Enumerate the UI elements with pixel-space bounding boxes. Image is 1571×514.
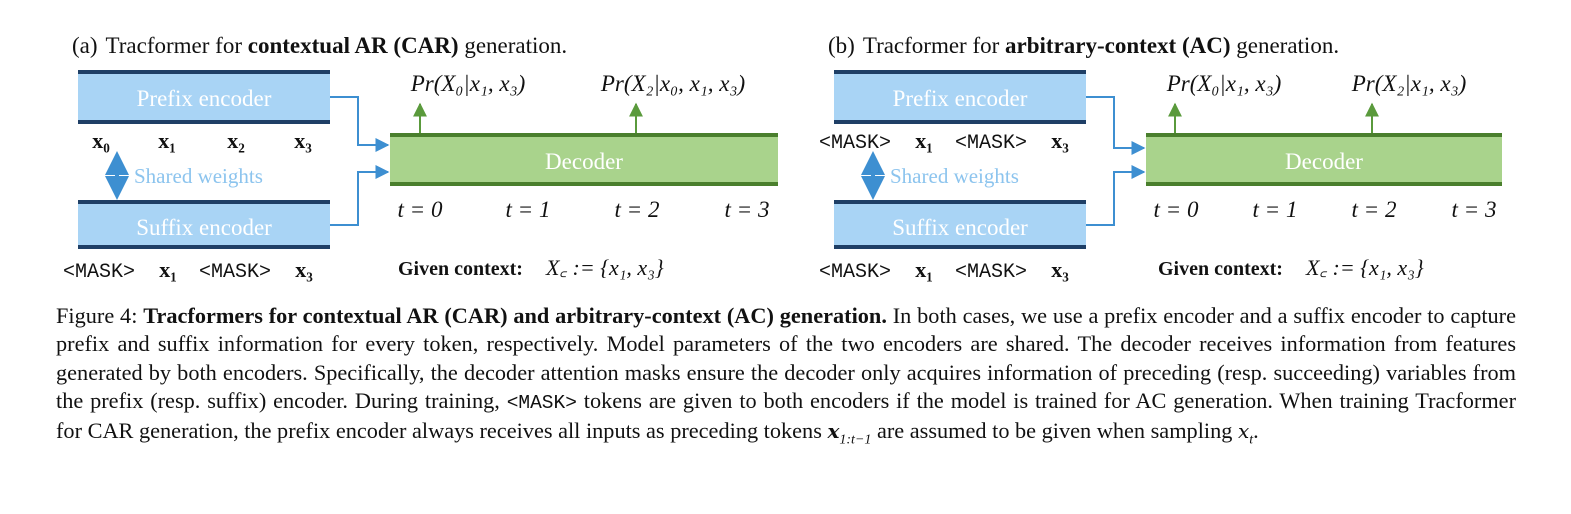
- panel-b-prefix-inputs: <MASK> x₁ <MASK> x₃: [819, 128, 1069, 155]
- caption-text: Figure 4: Tracformers for contextual AR …: [56, 302, 1516, 455]
- panel-a-shared-weights: Shared weights: [105, 151, 263, 200]
- prefix-input-token: <MASK>: [819, 132, 891, 155]
- suffix-to-decoder-arrow: [330, 165, 390, 226]
- prefix-encoder-label: Prefix encoder: [893, 86, 1028, 111]
- suffix-encoder-label: Suffix encoder: [136, 215, 272, 240]
- figure-label: Figure 4:: [56, 303, 138, 328]
- suffix-input-token: <MASK>: [955, 261, 1027, 284]
- figure-caption: Figure 4: Tracformers for contextual AR …: [56, 302, 1516, 455]
- prefix-input-token: x₁: [158, 128, 176, 153]
- caption-mask-token: <MASK>: [506, 391, 577, 414]
- decoder-label: Decoder: [545, 149, 623, 174]
- output-prob-left: Pr(X₀|x₁, x₃): [1166, 71, 1282, 96]
- suffix-encoder-label: Suffix encoder: [892, 215, 1028, 240]
- shared-weights-label: Shared weights: [134, 164, 263, 188]
- suffix-to-decoder-arrow: [1086, 165, 1146, 226]
- panel-b-title: (b)Tracformer for arbitrary-context (AC)…: [828, 33, 1339, 58]
- timestep-label: t = 3: [725, 197, 770, 222]
- caption-math-xt: x: [1237, 419, 1250, 444]
- prefix-input-token: x₂: [227, 128, 245, 153]
- timestep-label: t = 1: [1253, 197, 1298, 222]
- output-prob-left: Pr(X₀|x₁, x₃): [410, 71, 526, 96]
- caption-math-x: x: [827, 419, 840, 444]
- timestep-label: t = 2: [615, 197, 660, 222]
- prefix-encoder-label: Prefix encoder: [137, 86, 272, 111]
- timestep-label: t = 1: [506, 197, 551, 222]
- prefix-input-token: <MASK>: [955, 132, 1027, 155]
- given-context-label: Given context:: [1158, 258, 1283, 280]
- panel-b: (b)Tracformer for arbitrary-context (AC)…: [819, 33, 1502, 284]
- output-prob-right: Pr(X₂|x₀, x₁, x₃): [600, 71, 745, 96]
- caption-bold-title: Tracformers for contextual AR (CAR) and …: [143, 303, 887, 328]
- timestep-label: t = 3: [1452, 197, 1497, 222]
- prefix-to-decoder-arrow: [330, 96, 390, 152]
- suffix-input-token: x₁: [915, 257, 933, 282]
- diagram-canvas: (a)Tracformer for contextual AR (CAR) ge…: [63, 33, 1502, 284]
- suffix-input-token: x₁: [159, 257, 177, 282]
- prefix-to-decoder-arrow: [1086, 96, 1146, 155]
- given-context-expr: X꜀ := {x₁, x₃}: [545, 255, 664, 280]
- given-context-label: Given context:: [398, 258, 523, 280]
- prefix-input-token: x₁: [915, 128, 933, 153]
- suffix-input-token: x₃: [1051, 257, 1069, 282]
- decoder-label: Decoder: [1285, 149, 1363, 174]
- timestep-label: t = 2: [1352, 197, 1397, 222]
- prefix-input-token: x₀: [92, 128, 110, 153]
- panel-a-decoder: Decoder: [390, 133, 778, 186]
- caption-math-sub: 1:t−1: [839, 432, 872, 448]
- given-context-expr: X꜀ := {x₁, x₃}: [1305, 255, 1424, 280]
- suffix-input-token: <MASK>: [199, 261, 271, 284]
- suffix-input-token: x₃: [295, 257, 313, 282]
- panel-a-prefix-encoder: Prefix encoder: [78, 70, 330, 124]
- caption-body-4: .: [1253, 418, 1259, 444]
- panel-a-title: (a)Tracformer for contextual AR (CAR) ge…: [72, 33, 567, 58]
- panel-b-shared-weights: Shared weights: [861, 151, 1019, 200]
- panel-a-timesteps: t = 0 t = 1 t = 2 t = 3: [398, 197, 770, 222]
- caption-math-sub-t: t: [1249, 432, 1254, 448]
- caption-body-1: In both cases, we use a prefix encoder a…: [56, 303, 1517, 413]
- suffix-input-token: <MASK>: [819, 261, 891, 284]
- output-prob-right: Pr(X₂|x₁, x₃): [1351, 71, 1467, 96]
- prefix-input-token: x₃: [1051, 128, 1069, 153]
- caption-body-2: tokens are given to both encoders if the…: [56, 387, 1516, 444]
- panel-a-suffix-inputs: <MASK> x₁ <MASK> x₃: [63, 257, 313, 284]
- panel-a-prefix-inputs: x₀ x₁ x₂ x₃: [92, 128, 312, 153]
- panel-b-prefix-encoder: Prefix encoder: [834, 70, 1086, 124]
- panel-b-suffix-inputs: <MASK> x₁ <MASK> x₃: [819, 257, 1069, 284]
- panel-b-suffix-encoder: Suffix encoder: [834, 200, 1086, 249]
- panel-a: (a)Tracformer for contextual AR (CAR) ge…: [63, 33, 778, 284]
- panel-a-suffix-encoder: Suffix encoder: [78, 200, 330, 249]
- prefix-input-token: x₃: [294, 128, 312, 153]
- shared-weights-label: Shared weights: [890, 164, 1019, 188]
- timestep-label: t = 0: [398, 197, 443, 222]
- panel-b-decoder: Decoder: [1146, 133, 1502, 186]
- panel-b-timesteps: t = 0 t = 1 t = 2 t = 3: [1154, 197, 1497, 222]
- timestep-label: t = 0: [1154, 197, 1199, 222]
- caption-body-3: are assumed to be given when sampling: [871, 418, 1238, 444]
- suffix-input-token: <MASK>: [63, 261, 135, 284]
